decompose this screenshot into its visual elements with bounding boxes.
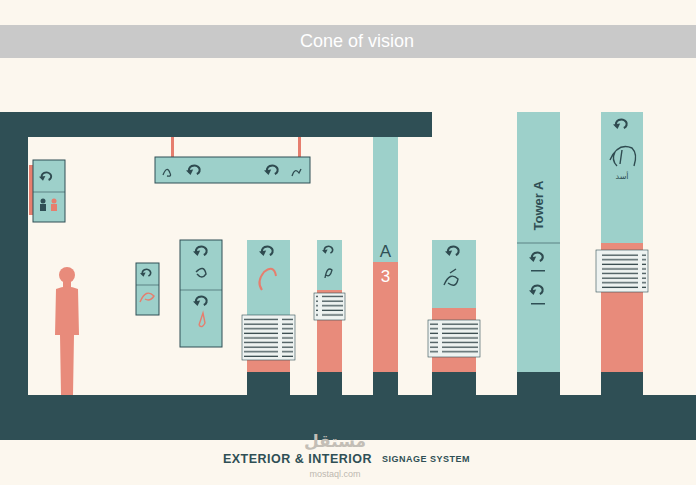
sign-shape — [0, 25, 696, 58]
sign-text: 3 — [381, 267, 390, 287]
page-title: Cone of vision — [300, 31, 414, 52]
sign-pylon: Tower A — [517, 112, 560, 243]
caption: EXTERIOR & INTERIOR — [223, 452, 372, 466]
sign-shape — [322, 246, 333, 253]
sign-shape — [317, 290, 342, 372]
sign-shape — [51, 204, 57, 211]
sign-shape — [430, 322, 478, 355]
sign-shape — [55, 287, 79, 396]
sign-shape — [180, 240, 222, 347]
sign-shape — [247, 372, 290, 395]
sign-shape — [140, 293, 154, 302]
sign-shape — [373, 262, 398, 372]
sign-pylon: أسد — [601, 112, 643, 243]
sign-shape — [180, 290, 222, 291]
sign-shape — [33, 160, 65, 222]
sign-shape — [314, 293, 345, 320]
sign-shape — [428, 320, 480, 357]
sign-text: Tower A — [531, 180, 546, 230]
sign-shape — [193, 247, 207, 256]
sign-shape — [40, 204, 46, 211]
sign-shape — [517, 372, 560, 395]
sign-shape — [298, 137, 301, 157]
sign-shape — [242, 315, 295, 360]
sign-shape — [0, 112, 28, 402]
sign-shape — [373, 372, 398, 395]
sign-shape — [613, 120, 627, 129]
caption-subtitle: SIGNAGE SYSTEM — [382, 454, 470, 464]
sign-shape — [531, 270, 545, 272]
sign-shape — [52, 199, 57, 204]
sign-shape — [264, 166, 278, 175]
sign-shape — [529, 253, 543, 262]
sign-shape — [325, 269, 332, 278]
sign-shape — [601, 372, 643, 395]
sign-shape — [517, 243, 560, 244]
sign-shape — [140, 269, 151, 276]
sign-shape — [317, 240, 342, 372]
sign-shape — [292, 169, 301, 176]
sign-shape — [193, 297, 207, 306]
sign-shape — [529, 286, 543, 295]
sign-shape — [444, 269, 458, 285]
sign-shape — [59, 267, 75, 283]
sign-shape — [445, 247, 459, 256]
sign-shape — [196, 268, 206, 277]
sign-shape — [186, 166, 200, 175]
sign-shape — [596, 250, 648, 292]
sign-shape — [531, 303, 545, 305]
sign-shape — [316, 295, 343, 318]
sign-shape — [259, 269, 276, 290]
sign-shape — [39, 172, 51, 180]
sign-shape — [373, 137, 398, 262]
sign-shape — [136, 263, 159, 315]
sign-pylon: A3 — [373, 137, 398, 372]
sign-shape — [610, 147, 636, 167]
sign-shape — [432, 372, 476, 395]
sign-shape — [136, 285, 159, 286]
sign-shape — [171, 137, 174, 157]
sign-shape — [55, 267, 79, 395]
sign-shape — [163, 169, 171, 176]
sign-text: أسد — [615, 172, 628, 181]
sign-text: A — [380, 242, 391, 262]
sign-shape — [33, 192, 65, 193]
sign-shape — [244, 318, 293, 357]
sign-shape — [155, 157, 310, 183]
sign-shape — [598, 253, 646, 289]
watermark: mostaql.com — [309, 469, 360, 479]
sign-shape — [41, 199, 46, 204]
sign-shape — [517, 112, 560, 372]
sign-shape — [317, 372, 342, 395]
watermark: مستقل — [304, 431, 366, 451]
sign-shape — [601, 112, 643, 243]
sign-shape — [259, 247, 273, 256]
sign-shape — [0, 112, 432, 137]
sign-shape — [199, 313, 205, 327]
